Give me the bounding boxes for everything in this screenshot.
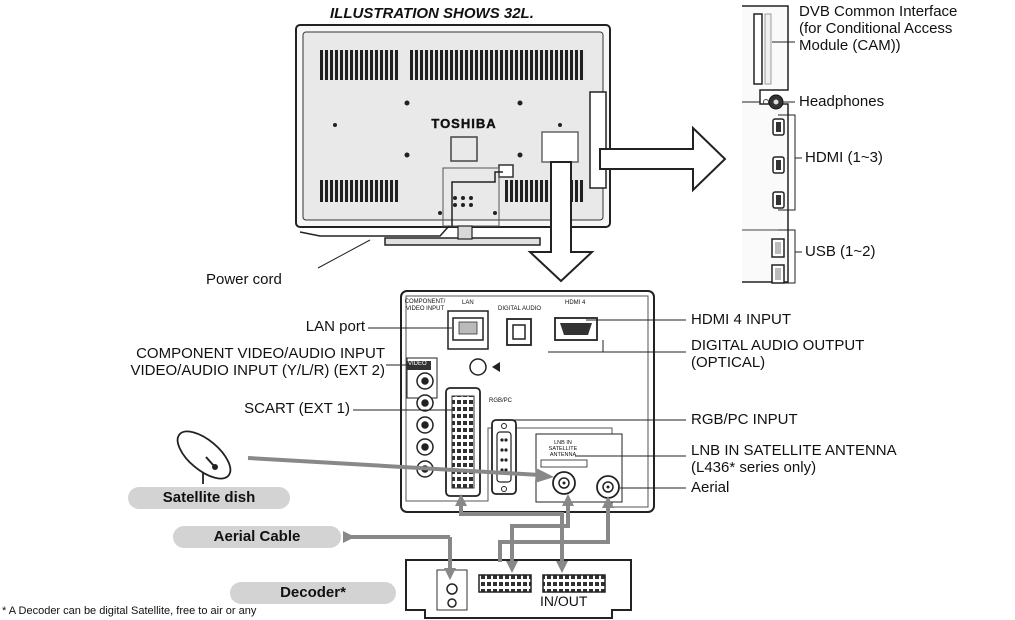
label-lnb-line1: LNB IN SATELLITE ANTENNA (691, 442, 897, 459)
power-cord-leader (317, 239, 371, 269)
pill-satellite-dish: Satellite dish (128, 487, 290, 509)
tag-video: VIDEO (408, 361, 427, 367)
tag-digital-audio: DIGITAL AUDIO (498, 306, 542, 312)
rear-panel-arrow (527, 161, 595, 283)
illustration-title: ILLUSTRATION SHOWS 32L. (330, 5, 534, 22)
label-dvb-line3: Module (CAM)) (799, 37, 901, 54)
tv-brand-logo: TOSHIBA (431, 116, 497, 131)
label-usb-1-2: USB (1~2) (805, 243, 876, 260)
label-hdmi-1-3: HDMI (1~3) (805, 149, 883, 166)
rear-panel (400, 290, 655, 513)
label-power-cord: Power cord (206, 271, 282, 288)
label-digital-audio-line2: (OPTICAL) (691, 354, 766, 371)
tag-hdmi4: HDMI 4 (565, 300, 586, 306)
tag-lnb: LNB IN SATELLITE ANTENNA (548, 440, 578, 458)
rear-leaders (353, 319, 686, 489)
side-panel (742, 5, 789, 284)
decoder-in-out-label: IN/OUT (540, 593, 588, 609)
label-lnb-line2: (L436* series only) (691, 459, 817, 476)
cable-routes (247, 456, 610, 572)
label-digital-audio-line1: DIGITAL AUDIO OUTPUT (691, 337, 865, 354)
label-hdmi4-input: HDMI 4 INPUT (691, 311, 792, 328)
label-component-line2: VIDEO/AUDIO INPUT (Y/L/R) (EXT 2) (130, 362, 386, 379)
label-component-line1: COMPONENT VIDEO/AUDIO INPUT (136, 345, 385, 362)
satellite-dish (176, 430, 232, 484)
tag-lan: LAN (462, 300, 474, 306)
label-lan-port: LAN port (305, 318, 365, 335)
tag-rgb-pc: RGB/PC (489, 398, 513, 404)
label-aerial: Aerial (691, 479, 730, 496)
label-rgb-pc-input: RGB/PC INPUT (691, 411, 798, 428)
footnote: * A Decoder can be digital Satellite, fr… (2, 605, 257, 617)
label-headphones: Headphones (799, 93, 885, 110)
tag-component-video-input: COMPONENT/ VIDEO INPUT (404, 299, 446, 312)
pill-aerial-cable: Aerial Cable (173, 526, 341, 548)
cable-arrowheads (343, 468, 614, 580)
side-leaders (772, 41, 802, 284)
side-panel-arrow (599, 125, 727, 193)
decoder-box (405, 559, 632, 619)
label-dvb-line1: DVB Common Interface (799, 3, 958, 20)
label-dvb-line2: (for Conditional Access (799, 20, 953, 37)
label-scart: SCART (EXT 1) (244, 400, 350, 417)
pill-decoder: Decoder* (230, 582, 396, 604)
tv-back (295, 24, 611, 246)
